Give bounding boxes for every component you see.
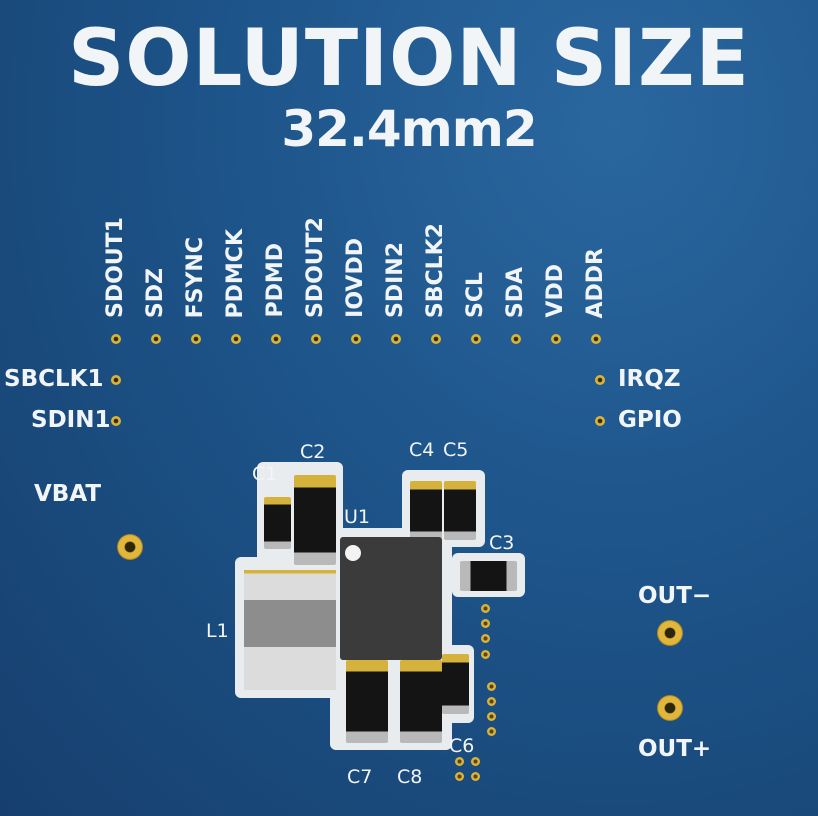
pin-label-sdout1: SDOUT1 — [103, 217, 128, 318]
pin-label-sbclk2: SBCLK2 — [423, 222, 448, 318]
capacitor-c6 — [442, 654, 469, 714]
pin-pad-pdmck — [231, 334, 241, 344]
pin-label-addr: ADDR — [583, 247, 608, 319]
pin-pad-sdout1 — [111, 334, 121, 344]
pin-label-sbclk1: SBCLK1 — [4, 366, 104, 392]
pin-label-sdin1: SDIN1 — [31, 407, 111, 433]
power-label-out-plus: OUT+ — [638, 736, 712, 762]
capacitor-c4 — [410, 481, 442, 540]
stitch-via — [481, 650, 490, 659]
pin1-marker — [345, 545, 361, 561]
ref-label-c7: C7 — [347, 766, 373, 788]
pin-label-scl: SCL — [463, 271, 488, 318]
ref-label-l1: L1 — [206, 620, 229, 642]
pin-pad-vdd — [551, 334, 561, 344]
stitch-via — [455, 772, 464, 781]
pin-pad-sdz — [151, 334, 161, 344]
pin-pad-sbclk1 — [111, 375, 121, 385]
capacitor-c1 — [264, 497, 291, 549]
pin-pad-sdin2 — [391, 334, 401, 344]
stitch-via — [487, 727, 496, 736]
pin-label-sdin2: SDIN2 — [383, 241, 408, 318]
pin-pad-sda — [511, 334, 521, 344]
power-via-vbat — [117, 534, 143, 560]
stitch-via — [481, 619, 490, 628]
capacitor-c2 — [294, 475, 336, 565]
capacitor-c3 — [460, 561, 517, 591]
pin-pad-iovdd — [351, 334, 361, 344]
pin-label-irqz: IRQZ — [618, 366, 681, 392]
ref-label-c3: C3 — [489, 532, 515, 554]
pin-label-gpio: GPIO — [618, 407, 682, 433]
inductor-l1 — [244, 570, 336, 690]
pin-pad-irqz — [595, 375, 605, 385]
ref-label-c5: C5 — [443, 439, 469, 461]
power-label-vbat: VBAT — [34, 481, 102, 507]
ref-label-u1: U1 — [344, 506, 370, 528]
pin-pad-pdmd — [271, 334, 281, 344]
stitch-via — [487, 712, 496, 721]
pin-label-vdd: VDD — [543, 264, 568, 318]
ref-label-c4: C4 — [409, 439, 435, 461]
stitch-via — [471, 772, 480, 781]
pin-pad-fsync — [191, 334, 201, 344]
pin-pad-sdout2 — [311, 334, 321, 344]
pin-label-sda: SDA — [503, 266, 528, 318]
capacitor-c7 — [346, 660, 388, 743]
stitch-via — [455, 757, 464, 766]
pin-pad-scl — [471, 334, 481, 344]
pin-pad-sbclk2 — [431, 334, 441, 344]
capacitor-c8 — [400, 660, 442, 743]
stitch-via — [487, 682, 496, 691]
stitch-via — [481, 604, 490, 613]
pin-label-sdout2: SDOUT2 — [303, 217, 328, 318]
ref-label-c1: C1 — [252, 463, 278, 485]
stitch-via — [481, 634, 490, 643]
stitch-via — [487, 697, 496, 706]
ref-label-c2: C2 — [300, 441, 326, 463]
pin-pad-sdin1 — [111, 416, 121, 426]
power-via-out-plus — [657, 695, 683, 721]
pin-label-pdmd: PDMD — [263, 243, 288, 318]
page-title: SOLUTION SIZE — [68, 14, 750, 104]
solution-area: 32.4mm2 — [281, 100, 537, 158]
pin-pad-gpio — [595, 416, 605, 426]
ref-label-c6: C6 — [449, 735, 475, 757]
pin-label-fsync: FSYNC — [183, 236, 208, 318]
pin-label-sdz: SDZ — [143, 267, 168, 318]
power-via-out-minus — [657, 620, 683, 646]
pin-label-iovdd: IOVDD — [343, 238, 368, 318]
ref-label-c8: C8 — [397, 766, 423, 788]
pin-pad-addr — [591, 334, 601, 344]
power-label-out-minus: OUT− — [638, 583, 712, 609]
pin-label-pdmck: PDMCK — [223, 228, 248, 318]
capacitor-c5 — [444, 481, 476, 540]
stitch-via — [471, 757, 480, 766]
